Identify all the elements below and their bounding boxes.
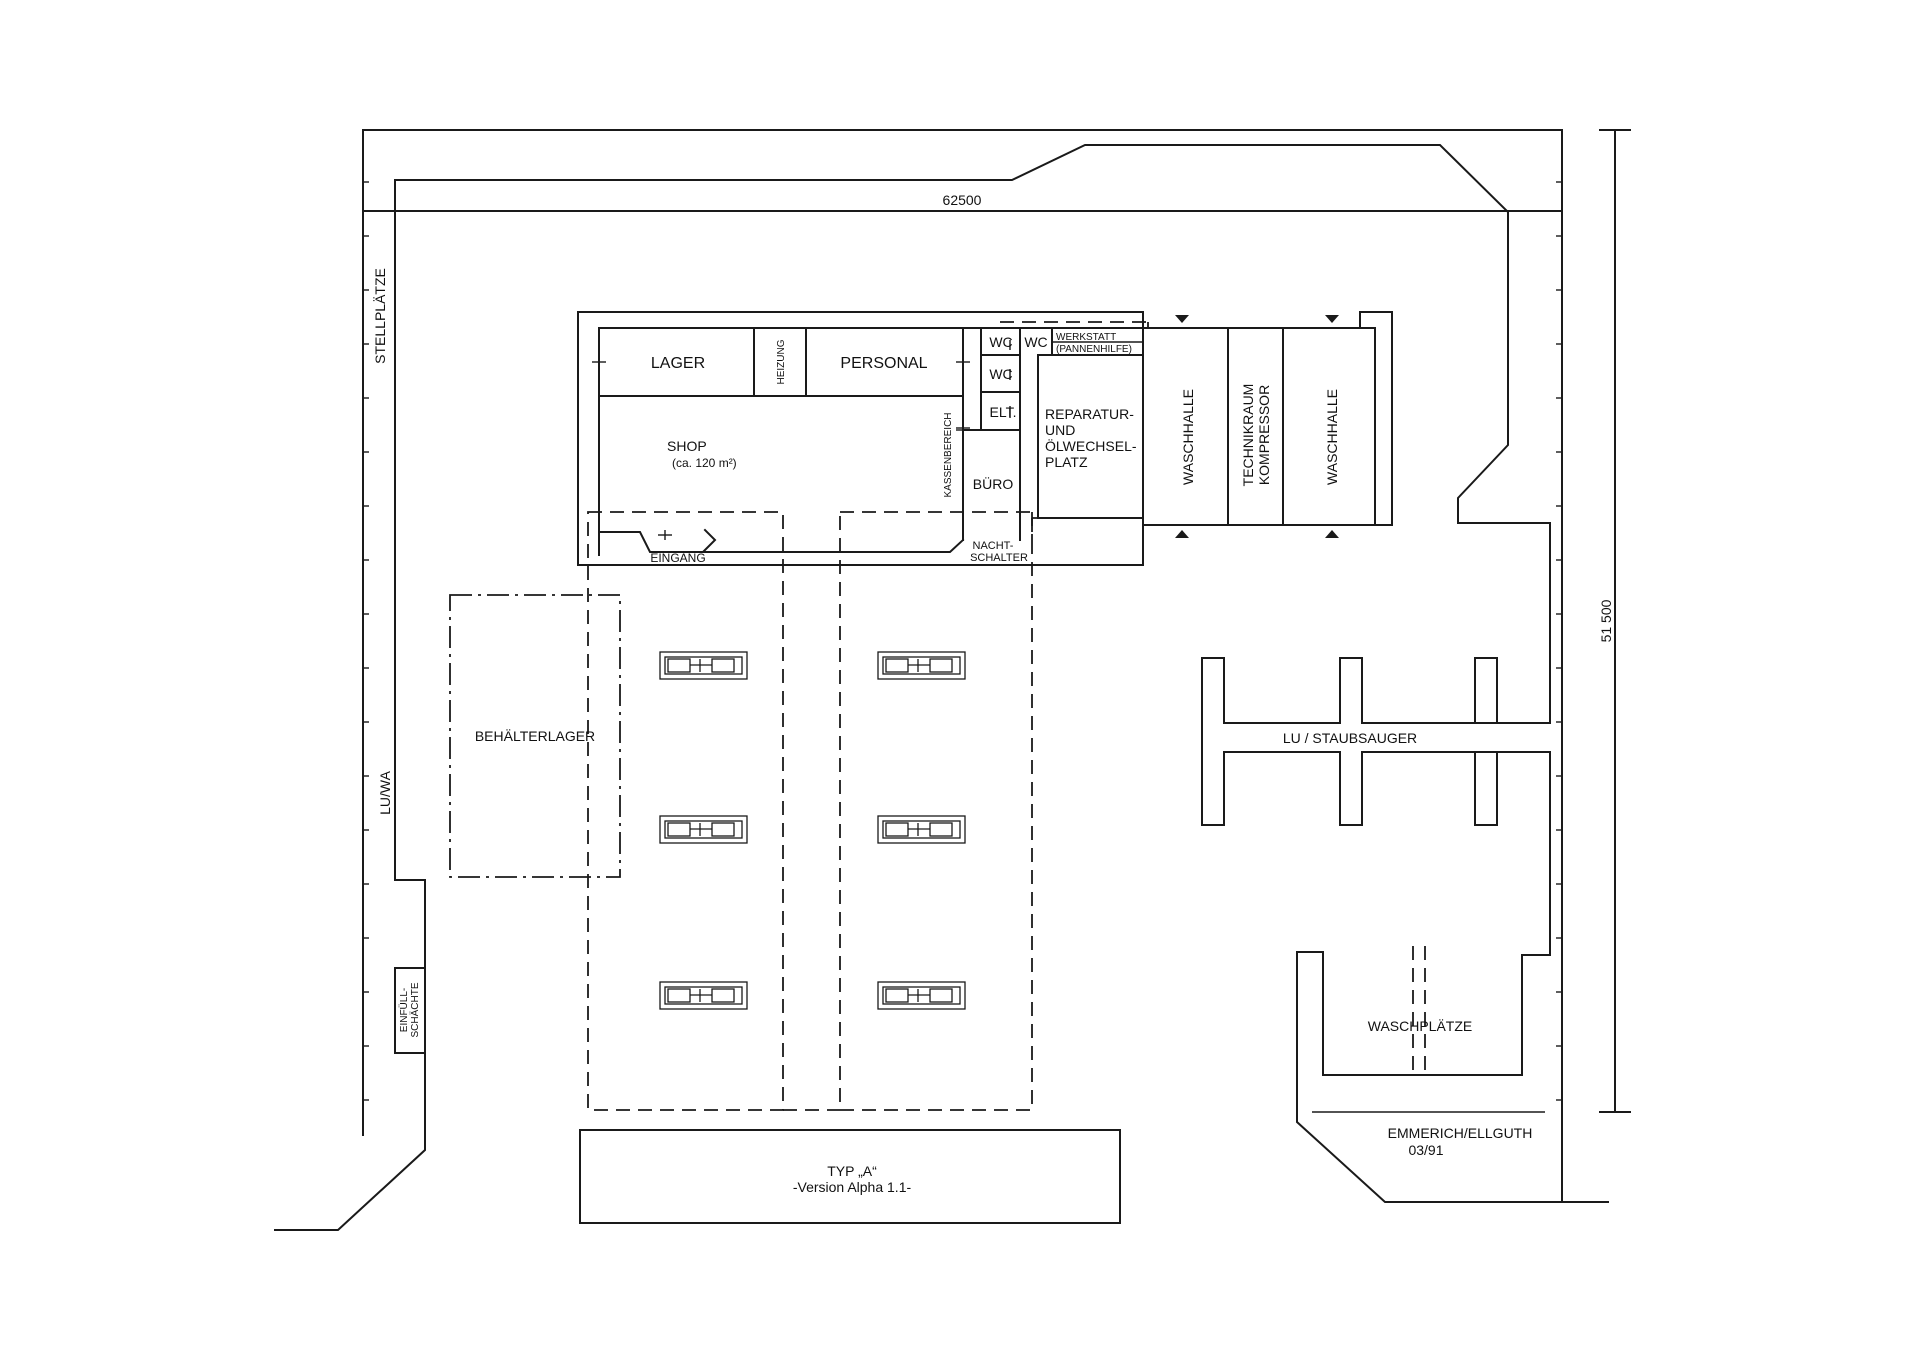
canopy-areas — [587, 511, 1143, 1111]
lager-label: LAGER — [651, 355, 705, 372]
waschhalle-block — [1142, 311, 1393, 538]
shop-size-label: (ca. 120 m²) — [672, 456, 737, 470]
author-label: EMMERICH/ELLGUTH — [1388, 1125, 1533, 1141]
arrow-marker — [1175, 315, 1189, 323]
pump-island — [877, 815, 966, 844]
wc-label-2: WC — [1024, 334, 1047, 350]
date-label: 03/91 — [1408, 1142, 1443, 1158]
lu-staubsauger-label: LU / STAUBSAUGER — [1283, 730, 1417, 746]
waschplaetze-label: WASCHPLÄTZE — [1368, 1018, 1473, 1034]
right-ticks — [1556, 181, 1562, 1101]
wc-label-3: WC — [989, 366, 1012, 382]
reparatur-label-1: REPARATUR- — [1045, 406, 1134, 422]
title-block — [579, 1129, 1121, 1224]
reparatur-label-4: PLATZ — [1045, 454, 1088, 470]
waschhalle-label-2: WASCHHALLE — [1324, 389, 1340, 485]
waschhalle-label-1: WASCHHALLE — [1180, 389, 1196, 485]
version-label: -Version Alpha 1.1- — [793, 1179, 912, 1195]
buero-label: BÜRO — [973, 475, 1014, 492]
eingang-label: EINGANG — [650, 551, 705, 565]
wc-label-1: WC — [989, 334, 1012, 350]
nachtschalter-label-1: NACHT- — [973, 540, 1014, 552]
kassenbereich-label: KASSENBEREICH — [943, 412, 954, 497]
behaelterlager-label: BEHÄLTERLAGER — [475, 728, 595, 744]
driveway-outline — [274, 144, 1609, 1231]
pump-island — [659, 815, 748, 844]
technikraum-label-2: KOMPRESSOR — [1256, 385, 1272, 485]
werkstatt-label-2: (PANNENHILFE) — [1056, 344, 1132, 355]
labels: STELLPLÄTZE LU/WA EINFÜLL- SCHÄCHTE LAGE… — [372, 268, 1532, 1195]
nachtschalter-label-2: SCHALTER — [970, 552, 1028, 564]
pump-island — [877, 981, 966, 1010]
einfuell-label-1: EINFÜLL- — [398, 988, 410, 1032]
pump-island — [659, 981, 748, 1010]
reparatur-label-3: ÖLWECHSEL- — [1045, 437, 1137, 454]
dim-height-label: 51 500 — [1598, 599, 1614, 642]
pump-island — [877, 651, 966, 680]
waschplaetze-area — [1296, 946, 1523, 1076]
heizung-label: HEIZUNG — [776, 339, 787, 384]
shop-label: SHOP — [667, 438, 707, 454]
behaelterlager-area — [449, 594, 621, 878]
einfuell-label-2: SCHÄCHTE — [409, 982, 421, 1037]
reparatur-label-2: UND — [1045, 422, 1075, 438]
typ-label: TYP „A“ — [827, 1163, 877, 1179]
lu-wa-label: LU/WA — [377, 770, 393, 814]
werkstatt-label-1: WERKSTATT — [1056, 332, 1116, 343]
arrow-marker — [1175, 530, 1189, 538]
staubsauger-area — [1201, 657, 1498, 826]
arrow-marker — [1325, 315, 1339, 323]
pump-island — [659, 651, 748, 680]
dim-width-label: 62500 — [943, 192, 982, 208]
stellplaetze-label: STELLPLÄTZE — [372, 268, 388, 364]
personal-label: PERSONAL — [840, 355, 927, 372]
arrow-marker — [1325, 530, 1339, 538]
site-boundary: 62500 51 500 — [362, 129, 1631, 1203]
technikraum-label-1: TECHNIKRAUM — [1240, 384, 1256, 487]
elt-label: ELT. — [990, 404, 1017, 420]
